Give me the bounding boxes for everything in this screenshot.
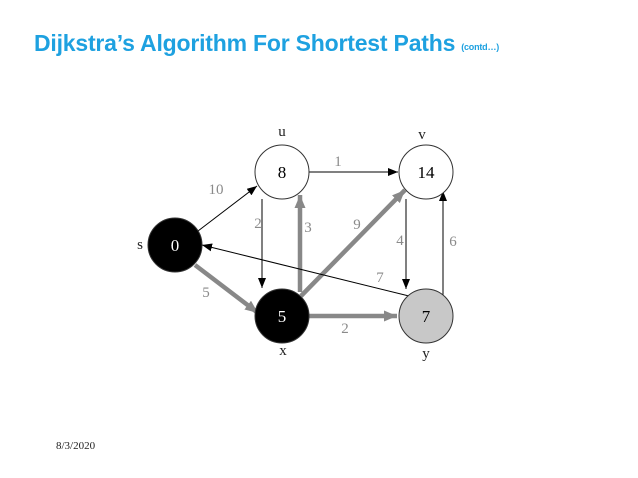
node-y [398, 288, 454, 344]
node-name-x: x [279, 343, 287, 359]
labels-layer: 10 5 1 2 3 9 4 6 7 2 s u v x y [137, 124, 457, 362]
edge-weight-x-u: 3 [304, 220, 312, 236]
node-distance-v: 14 [418, 163, 436, 182]
node-distance-x: 5 [278, 307, 287, 326]
node-name-v: v [418, 127, 426, 143]
edge-weight-s-u: 10 [209, 182, 224, 198]
edge-y-s [201, 243, 410, 297]
slide-title: Dijkstra’s Algorithm For Shortest Paths (… [34, 30, 499, 57]
node-u [254, 144, 310, 200]
edge-weight-u-x: 2 [254, 216, 262, 232]
edge-weight-v-y: 4 [396, 233, 404, 249]
edge-weight-x-y: 2 [341, 321, 349, 337]
edge-s-x [193, 263, 260, 315]
edge-weight-x-v: 9 [353, 217, 361, 233]
node-distance-u: 8 [278, 163, 287, 182]
edge-weight-u-v: 1 [334, 154, 342, 170]
node-s [147, 217, 203, 273]
node-v [398, 144, 454, 200]
edge-s-u [197, 185, 258, 232]
slide-date: 8/3/2020 [56, 440, 96, 452]
edges-layer [193, 168, 447, 322]
node-x [254, 288, 310, 344]
edge-weight-s-x: 5 [202, 285, 210, 301]
node-distance-y: 7 [422, 307, 431, 326]
node-name-u: u [278, 124, 286, 140]
edge-weight-y-s: 7 [376, 270, 384, 286]
node-name-s: s [137, 237, 143, 253]
title-subtitle: (contd…) [461, 42, 500, 52]
node-name-y: y [422, 346, 430, 362]
edge-weight-y-v: 6 [449, 234, 457, 250]
title-main: Dijkstra’s Algorithm For Shortest Paths [34, 30, 456, 56]
edge-x-v [299, 188, 407, 298]
node-distance-s: 0 [171, 236, 180, 255]
